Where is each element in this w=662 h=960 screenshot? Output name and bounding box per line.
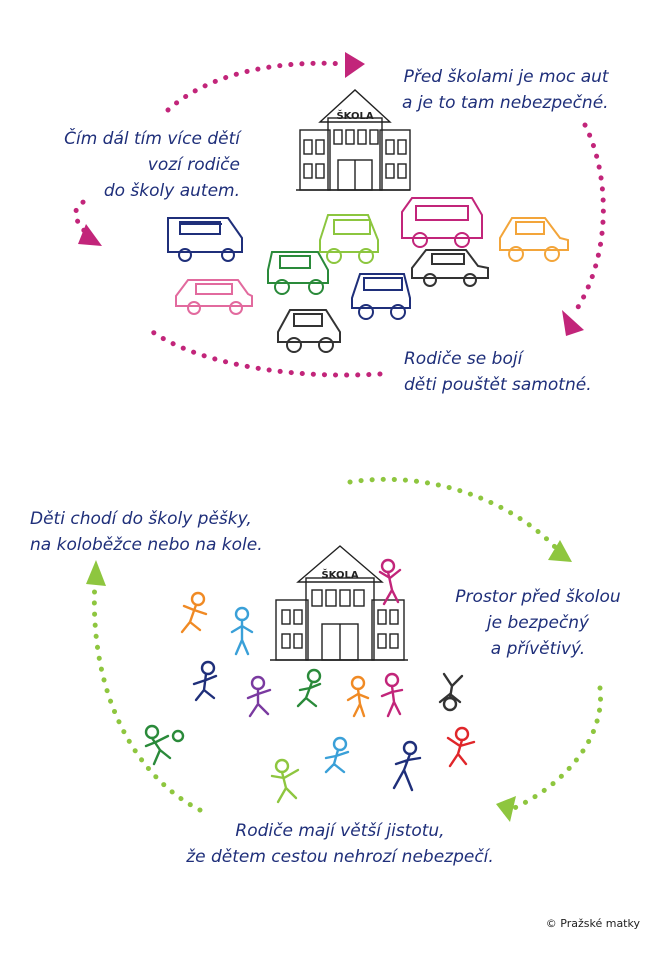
arrow-bottom-upper	[347, 476, 559, 551]
text-line: je bezpečný	[486, 613, 590, 633]
child-figure-icon	[230, 606, 254, 656]
credit-label: © Pražské matky	[545, 917, 640, 930]
arrow-top-upper	[165, 60, 348, 113]
school-sign-bottom: ŠKOLA	[321, 568, 358, 581]
text-line: děti pouštět samotné.	[404, 375, 592, 395]
top-cycle-arrowheads	[78, 52, 584, 336]
children-figures	[144, 558, 476, 804]
child-figure-icon	[270, 758, 300, 804]
text-traffic: Před školami je moc aut a je to tam nebe…	[384, 64, 609, 116]
text-line: Rodiče se bojí	[404, 349, 523, 369]
child-figure-icon	[246, 675, 272, 718]
child-figure-icon	[378, 558, 402, 606]
school-building-bottom	[270, 545, 408, 661]
child-figure-icon	[438, 672, 464, 712]
car-icon	[401, 197, 483, 248]
arrow-bottom-right	[502, 685, 604, 815]
car-icon	[351, 273, 411, 320]
text-line: Před školami je moc aut	[403, 67, 609, 87]
top-cycle-arrows	[73, 60, 606, 378]
text-line: Čím dál tím více dětí	[64, 129, 240, 149]
arrowhead-icon	[496, 796, 516, 822]
child-figure-icon	[324, 736, 350, 774]
child-figure-icon	[346, 675, 370, 718]
text-line: a je to tam nebezpečné.	[402, 93, 609, 113]
text-line: na koloběžce nebo na kole.	[30, 535, 263, 555]
arrow-top-left	[73, 197, 95, 241]
text-line: vozí rodiče	[147, 155, 240, 175]
child-figure-icon	[180, 591, 208, 634]
child-figure-icon	[296, 668, 322, 708]
child-figure-icon	[192, 660, 218, 702]
text-line: a přívětivý.	[490, 639, 586, 659]
car-icon	[167, 217, 243, 262]
arrowhead-icon	[562, 310, 584, 336]
car-icon	[277, 309, 341, 353]
school-sign-top: ŠKOLA	[336, 109, 373, 122]
text-line: Děti chodí do školy pěšky,	[30, 509, 252, 529]
text-more-driving: Čím dál tím více dětí vozí rodiče do ško…	[26, 126, 240, 204]
text-fear: Rodiče se bojí děti pouštět samotné.	[404, 346, 592, 398]
child-figure-icon	[392, 740, 422, 792]
arrow-bottom-left	[91, 577, 203, 813]
text-line: že dětem cestou nehrozí nebezpečí.	[186, 847, 494, 867]
school-building-top	[296, 89, 411, 191]
car-icon	[499, 217, 569, 262]
bottom-cycle-arrowheads	[86, 540, 572, 822]
arrowhead-icon	[78, 224, 102, 246]
child-figure-icon	[446, 726, 476, 768]
text-line: Rodiče mají větší jistotu,	[235, 821, 445, 841]
car-icon	[267, 251, 329, 295]
bottom-cycle-arrows	[91, 476, 604, 815]
text-walking: Děti chodí do školy pěšky, na koloběžce …	[30, 506, 263, 558]
arrow-top-right	[572, 122, 606, 315]
arrowhead-icon	[345, 52, 365, 78]
child-figure-icon	[144, 724, 185, 766]
text-confidence: Rodiče mají větší jistotu, že dětem cest…	[130, 818, 550, 870]
text-line: do školy autem.	[103, 181, 240, 201]
arrow-top-bottom	[147, 327, 383, 378]
text-line: Prostor před školou	[455, 587, 621, 607]
car-icon	[411, 249, 489, 287]
car-icon	[175, 279, 253, 315]
car-icon	[319, 214, 379, 264]
text-safe-space: Prostor před školou je bezpečný a přívět…	[438, 584, 638, 662]
arrowhead-icon	[548, 540, 572, 562]
child-figure-icon	[380, 672, 404, 718]
cars	[167, 197, 569, 353]
arrowhead-icon	[86, 560, 106, 586]
